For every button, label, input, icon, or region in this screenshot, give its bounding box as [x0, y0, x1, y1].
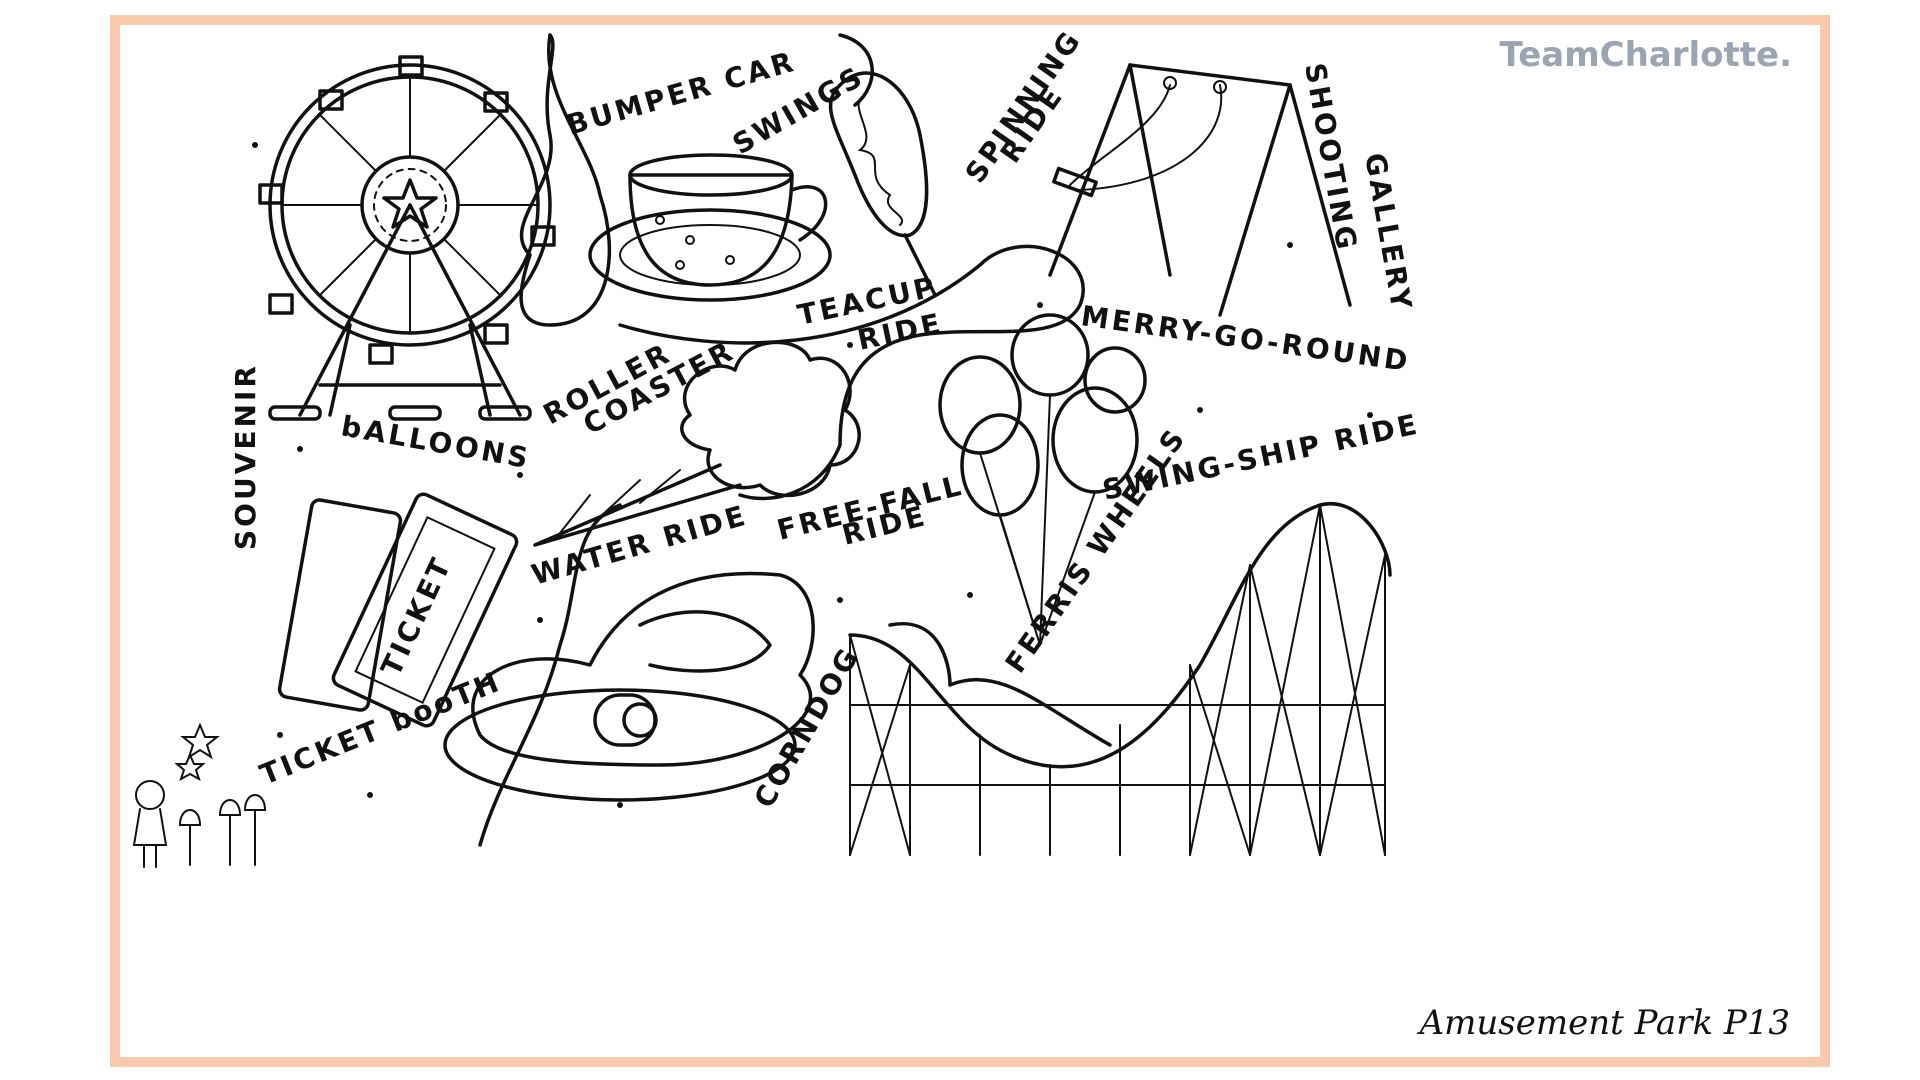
label-merry-go-round: MERRY-GO-ROUND [1079, 299, 1412, 378]
path-road [478, 33, 1112, 847]
label-ferris-wheels: FERRIS WHEELS [999, 421, 1193, 679]
decor-dots [252, 62, 1373, 808]
page-footer: Amusement Park P13 [1419, 1003, 1790, 1043]
corndog-icon [828, 71, 937, 297]
bumper-car-icon [443, 571, 815, 802]
girl-mascot-icon [132, 722, 267, 868]
swing-set-icon [1048, 63, 1352, 317]
label-gallery: GALLERY [1358, 150, 1418, 314]
label-corndog: CORNDOG [747, 641, 866, 814]
ticket-text: TICKET [374, 551, 458, 681]
teacup-icon [588, 153, 832, 302]
brand-logo: TeamCharlotte. [1499, 35, 1792, 75]
path-outline [519, 33, 612, 327]
balloons-icon [938, 313, 1147, 646]
coloring-sheet: TeamCharlotte. [110, 15, 1830, 1067]
cotton-candy-icon [533, 340, 861, 547]
illustration: TICKET [132, 25, 1423, 868]
label-water-ride: WATER RIDE [528, 499, 751, 592]
ferris-wheel-icon [258, 55, 556, 421]
label-souvenir: SOUVENIR [229, 363, 262, 550]
roller-coaster-icon [848, 501, 1392, 856]
